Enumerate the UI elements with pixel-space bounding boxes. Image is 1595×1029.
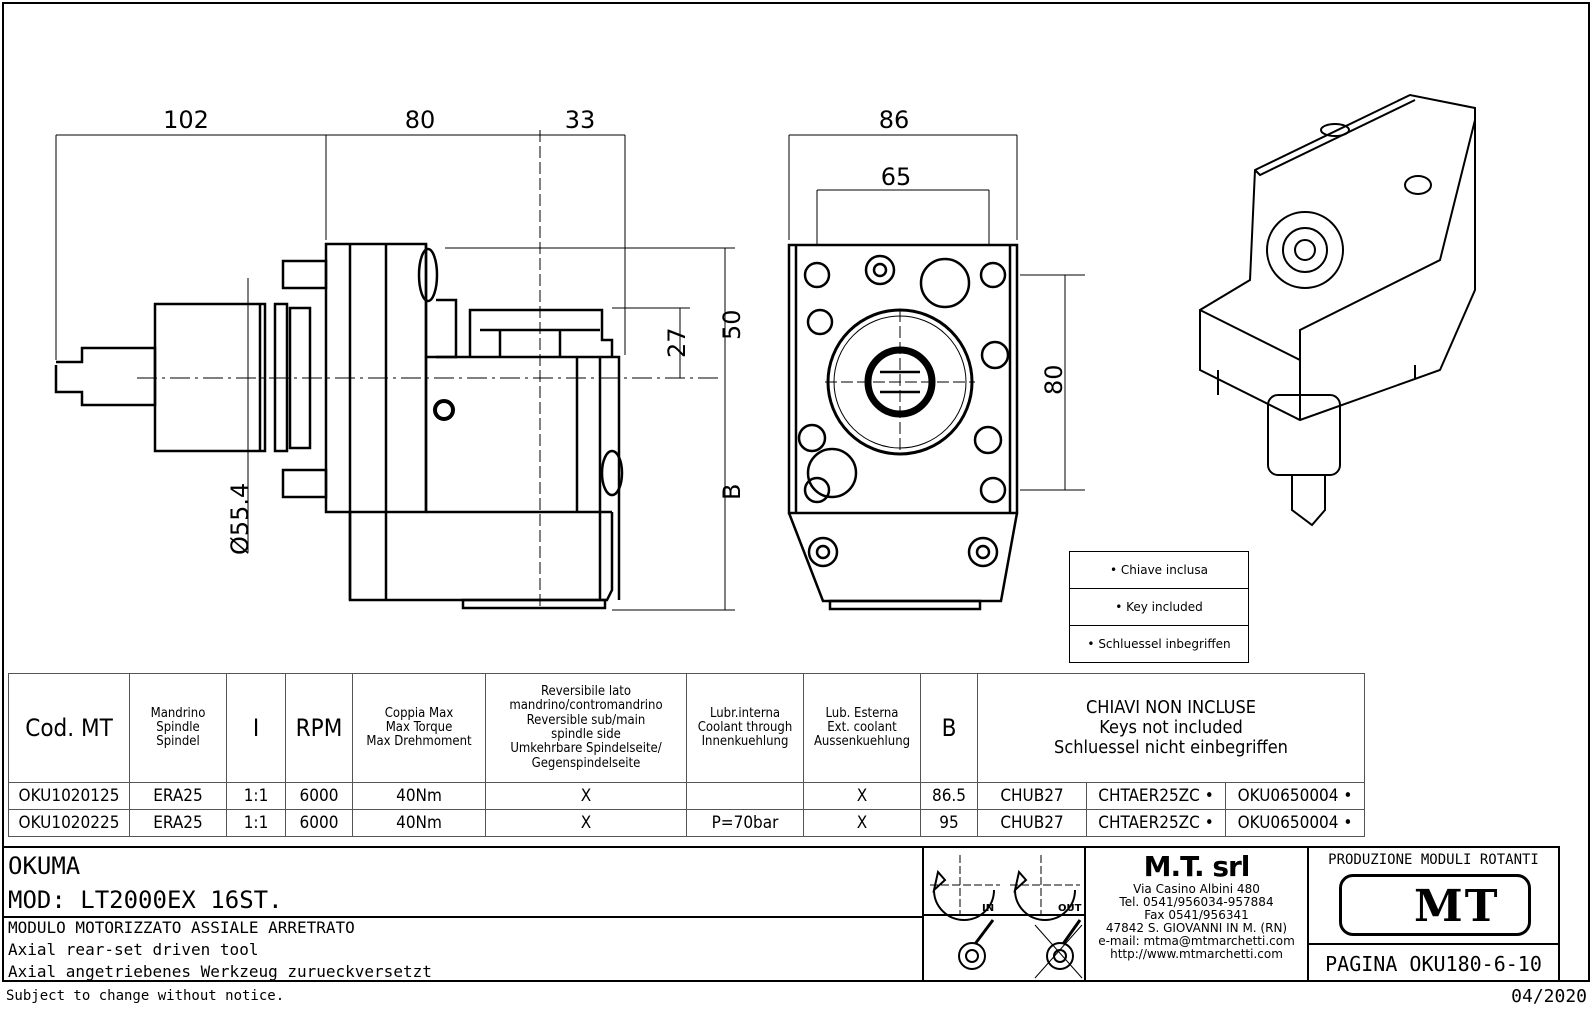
cell-lub-ext: X <box>803 809 921 837</box>
title-block-description: OKUMA MOD: LT2000EX 16ST. MODULO MOTORIZ… <box>2 846 924 982</box>
notice: Subject to change without notice. <box>6 988 285 1004</box>
side-view <box>54 242 624 610</box>
company-block: M.T. srl Via Casino Albini 480 Tel. 0541… <box>1084 846 1309 982</box>
dim-27: 27 <box>663 327 691 358</box>
table-row: OKU1020225 ERA25 1:1 6000 40Nm X P=70bar… <box>8 809 1365 837</box>
cell-ratio: 1:1 <box>226 782 286 810</box>
dim-b: B <box>718 484 746 500</box>
dim-65: 65 <box>881 163 912 191</box>
page-number: PAGINA OKU180-6-10 <box>1325 952 1542 976</box>
header-rpm: RPM <box>285 673 353 783</box>
cell-key1: CHUB27 <box>977 809 1087 837</box>
cell-reversible: X <box>485 782 687 810</box>
front-view <box>787 243 1019 611</box>
description-de: Axial angetriebenes Werkzeug zurueckvers… <box>8 962 432 981</box>
cell-b: 95 <box>920 809 978 837</box>
header-b: B <box>920 673 978 783</box>
header-cod: Cod. MT <box>8 673 130 783</box>
production-label: PRODUZIONE MODULI ROTANTI <box>1328 852 1539 868</box>
cell-b: 86.5 <box>920 782 978 810</box>
legend-item: • Chiave inclusa <box>1070 552 1248 589</box>
cell-lubr-int: P=70bar <box>686 809 804 837</box>
dim-80-height: 80 <box>1040 364 1068 395</box>
dim-33: 33 <box>565 106 596 134</box>
table-row: OKU1020125 ERA25 1:1 6000 40Nm X X 86.5 … <box>8 782 1365 810</box>
machine-name: OKUMA <box>8 852 81 880</box>
company-tel: Tel. 0541/956034-957884 <box>1119 895 1274 909</box>
mt-logo: MT <box>1339 874 1531 936</box>
cell-key2: CHTAER25ZC • <box>1086 809 1226 837</box>
revision-date: 04/2020 <box>1511 986 1587 1007</box>
divider <box>924 914 1084 916</box>
cell-lub-ext: X <box>803 782 921 810</box>
cell-torque: 40Nm <box>352 782 486 810</box>
machine-model: MOD: LT2000EX 16ST. <box>8 886 283 914</box>
cell-torque: 40Nm <box>352 809 486 837</box>
rotation-out-label: OUT <box>1058 903 1082 914</box>
cell-cod: OKU1020225 <box>8 809 130 837</box>
dim-86: 86 <box>879 106 910 134</box>
rotation-in-label: IN <box>982 903 994 914</box>
cell-cod: OKU1020125 <box>8 782 130 810</box>
dim-diameter: Ø55.4 <box>226 483 254 555</box>
company-website: http://www.mtmarchetti.com <box>1110 947 1283 961</box>
divider <box>4 916 922 918</box>
cell-key3: OKU0650004 • <box>1225 809 1365 837</box>
company-email: e-mail: mtma@mtmarchetti.com <box>1098 934 1295 948</box>
rotation-icon-block <box>922 846 1086 982</box>
company-city: 47842 S. GIOVANNI IN M. (RN) <box>1105 921 1288 935</box>
divider <box>1309 943 1558 945</box>
cell-spindle: ERA25 <box>129 809 227 837</box>
mt-logo-text: MT <box>1414 881 1500 932</box>
cell-reversible: X <box>485 809 687 837</box>
rotation-icons <box>930 855 1083 979</box>
header-ratio: I <box>226 673 286 783</box>
company-fax: Fax 0541/956341 <box>1144 908 1249 922</box>
company-address: Via Casino Albini 480 <box>1133 882 1260 896</box>
cell-ratio: 1:1 <box>226 809 286 837</box>
dim-102: 102 <box>163 106 209 134</box>
company-name: M.T. srl <box>1143 850 1251 883</box>
logo-block: PRODUZIONE MODULI ROTANTI MT PAGINA OKU1… <box>1307 846 1560 982</box>
isometric-view <box>1199 93 1476 527</box>
cell-spindle: ERA25 <box>129 782 227 810</box>
legend-item: • Key included <box>1070 589 1248 626</box>
cell-lubr-int <box>686 782 804 810</box>
dim-80: 80 <box>405 106 436 134</box>
description-it: MODULO MOTORIZZATO ASSIALE ARRETRATO <box>8 918 355 937</box>
cell-rpm: 6000 <box>285 782 353 810</box>
dim-50: 50 <box>718 309 746 340</box>
cell-rpm: 6000 <box>285 809 353 837</box>
description-en: Axial rear-set driven tool <box>8 940 259 959</box>
cell-key1: CHUB27 <box>977 782 1087 810</box>
cell-key3: OKU0650004 • <box>1225 782 1365 810</box>
cell-key2: CHTAER25ZC • <box>1086 782 1226 810</box>
keys-legend: • Chiave inclusa • Key included • Schlue… <box>1069 551 1249 663</box>
legend-item: • Schluessel inbegriffen <box>1087 637 1231 651</box>
